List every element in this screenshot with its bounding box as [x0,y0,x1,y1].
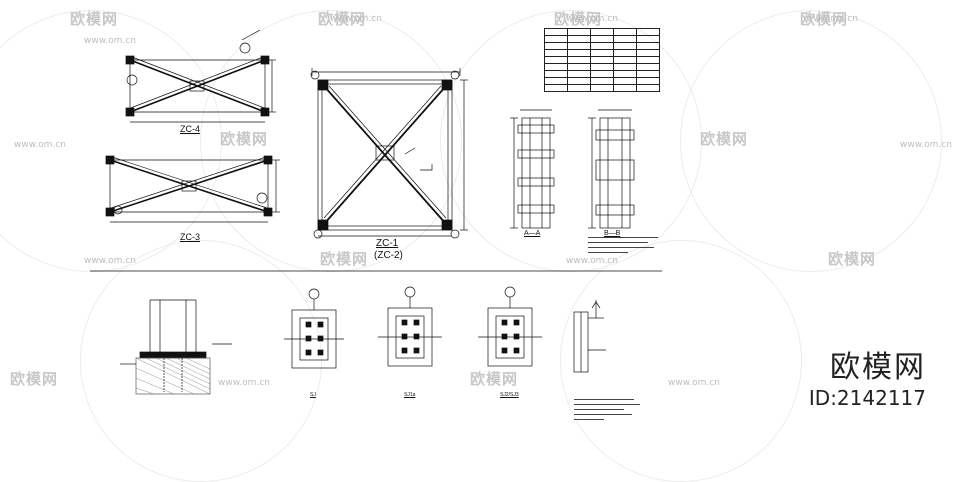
zc4-drawing [125,29,276,123]
watermark-text: 欧模网 [470,370,519,388]
watermark-url: www.om.cn [668,378,720,388]
section-aa-title: A—A [524,230,541,237]
watermark-text: 欧模网 [10,370,59,388]
watermark-url: www.om.cn [330,14,382,24]
connection-detail-drawing [573,300,606,373]
watermark-text: 欧模网 [220,130,269,148]
cad-lines [90,29,662,395]
watermark-text: 欧模网 [70,10,119,28]
watermark-url: www.om.cn [806,14,858,24]
watermark-url: www.om.cn [84,36,136,46]
watermark-text: 欧模网 [828,250,877,268]
zc1-subtitle: (ZC-2) [374,250,403,261]
watermark-url: www.om.cn [84,256,136,266]
watermark-text: 欧模网 [700,130,749,148]
general-notes-top [588,233,658,253]
sj2-plate-drawing [478,286,542,367]
section-bb-drawing [588,109,635,229]
cad-drawing-sheet: ZC-4 ZC-3 ZC-1 (ZC-2) A—A B—B SJ SJ1a SJ… [0,10,952,482]
zc1-title: ZC-1 [376,238,399,249]
sj-title: SJ [310,392,316,398]
general-notes-bottom [574,395,640,420]
sj-plate-drawing [284,288,344,369]
zc4-title: ZC-4 [180,124,200,134]
watermark-url: www.om.cn [900,140,952,150]
sj2-title: SJ2/SJ3 [500,392,519,398]
watermark-url: www.om.cn [218,378,270,388]
watermark-circle [680,10,942,272]
watermark-text: 欧模网 [554,10,603,28]
brand-id: ID:2142117 [808,386,926,410]
section-bb-title: B—B [604,230,621,237]
column-base-drawing [120,299,232,395]
member-schedule-table [544,28,660,92]
zc1-drawing [310,68,468,239]
watermark-url: www.om.cn [566,14,618,24]
brand-logo: 欧模网 [830,350,926,385]
sj1-title: SJ1a [404,392,416,398]
watermark-url: www.om.cn [566,256,618,266]
sj1-plate-drawing [378,286,442,367]
section-aa-drawing [510,109,555,229]
watermark-text: 欧模网 [318,10,367,28]
watermark-text: 欧模网 [800,10,849,28]
zc3-drawing [105,155,280,223]
zc3-title: ZC-3 [180,232,200,242]
watermark-text: 欧模网 [320,250,369,268]
watermark-url: www.om.cn [14,140,66,150]
